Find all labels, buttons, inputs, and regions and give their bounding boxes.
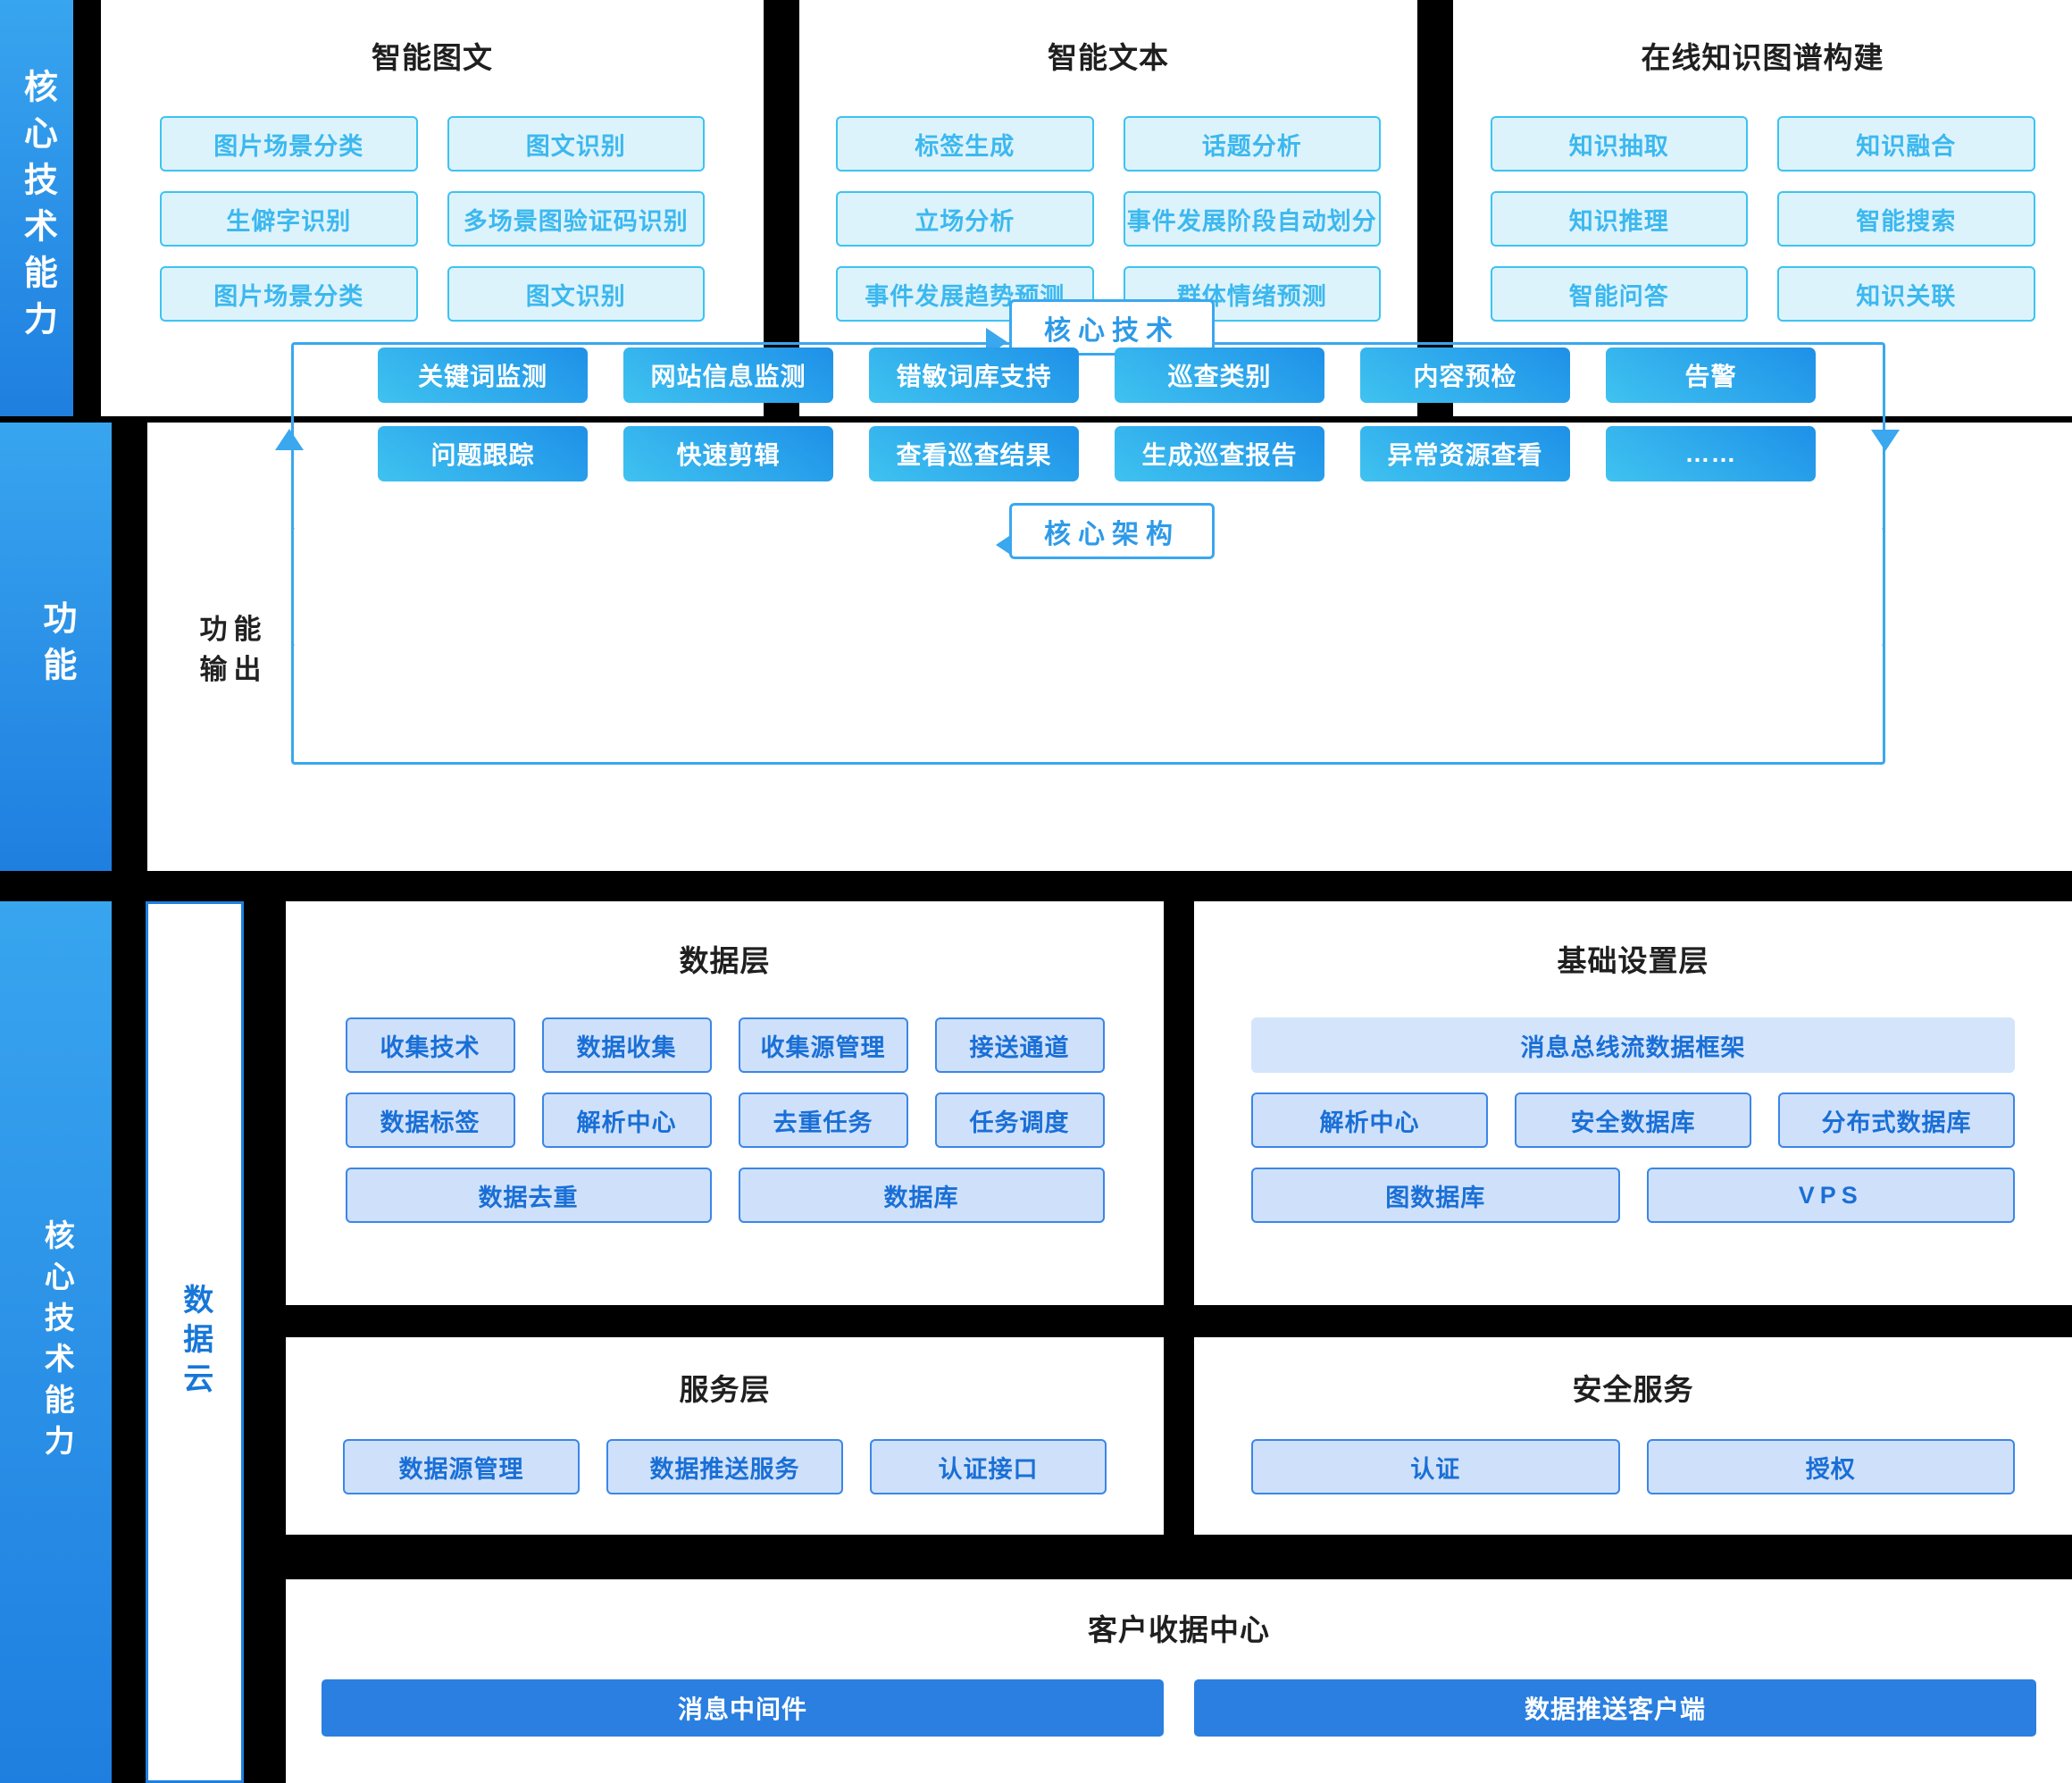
grad-chip-more[interactable]: …… [1606,426,1816,481]
grad-chip-abnormal-resource-view[interactable]: 异常资源查看 [1360,426,1570,481]
panel-title-intelligent-text: 智能文本 [1048,41,1169,74]
solid-chip-data-push-client[interactable]: 数据推送客户端 [1194,1679,2036,1737]
infra-layer-row-2: 图数据库 VPS [1251,1168,2015,1223]
rail-function-label: 功能 [37,600,75,693]
panel-title-security-service: 安全服务 [1572,1373,1694,1406]
client-data-center-row: 消息中间件 数据推送客户端 [322,1679,2036,1737]
bchip-auth-interface[interactable]: 认证接口 [870,1439,1107,1494]
grad-chip-keyword-monitoring[interactable]: 关键词监测 [378,347,588,403]
function-output-label: 功能输出 [199,614,262,685]
bchip-secure-database[interactable]: 安全数据库 [1515,1092,1751,1148]
bchip-graph-database[interactable]: 图数据库 [1251,1168,1620,1223]
data-layer-row-3: 数据去重 数据库 [345,1168,1105,1223]
panel-title-service-layer: 服务层 [679,1373,771,1406]
rail-core-tech-top-label: 核心技术能力 [18,69,56,347]
chip-intelligent-qa[interactable]: 智能问答 [1490,266,1748,322]
data-layer-row-2: 数据标签 解析中心 去重任务 任务调度 [345,1092,1105,1148]
bchip-distributed-database[interactable]: 分布式数据库 [1778,1092,2015,1148]
bchip-data-dedup[interactable]: 数据去重 [345,1168,712,1223]
chip-intelligent-search[interactable]: 智能搜索 [1777,191,2035,247]
bchip-parsing-center-infra[interactable]: 解析中心 [1251,1092,1488,1148]
chip-rare-character-recognition[interactable]: 生僻字识别 [160,191,418,247]
grad-chip-sensitive-lexicon-support[interactable]: 错敏词库支持 [869,347,1079,403]
grad-chip-view-inspection-results[interactable]: 查看巡查结果 [869,426,1079,481]
panel-online-knowledge-graph: 在线知识图谱构建 知识抽取 知识融合 知识推理 智能搜索 智能问答 知识关联 [1453,0,2072,416]
rail-function: 功能 [0,423,112,871]
chip-image-text-recognition-1[interactable]: 图文识别 [447,116,705,172]
node-core-architecture[interactable]: 核心架构 [1009,503,1215,559]
bchip-task-scheduling[interactable]: 任务调度 [934,1092,1105,1148]
panel-intelligent-image-text: 智能图文 图片场景分类 图文识别 生僻字识别 多场景图验证码识别 图片场景分类 … [101,0,764,416]
flow-loop-path-lower [291,528,1885,765]
rail-core-tech-bottom-label: 核心技术能力 [39,1218,74,1466]
bchip-data-tag[interactable]: 数据标签 [345,1092,515,1148]
chip-knowledge-extraction[interactable]: 知识抽取 [1490,116,1748,172]
chip-event-stage-auto-division[interactable]: 事件发展阶段自动划分 [1123,191,1381,247]
bchip-database[interactable]: 数据库 [738,1168,1105,1223]
panel-client-data-center: 客户收据中心 消息中间件 数据推送客户端 [286,1579,2072,1783]
chip-topic-analysis[interactable]: 话题分析 [1123,116,1381,172]
node-core-technology-label: 核心技术 [1044,315,1180,346]
panel-infrastructure-layer: 基础设置层 消息总线流数据框架 解析中心 安全数据库 分布式数据库 图数据库 V… [1194,901,2072,1305]
bchip-data-push-service[interactable]: 数据推送服务 [606,1439,843,1494]
rail-data-cloud: 数据云 [146,901,244,1783]
panel-title-intelligent-image-text: 智能图文 [372,41,493,74]
chip-stance-analysis[interactable]: 立场分析 [836,191,1094,247]
chip-knowledge-fusion[interactable]: 知识融合 [1777,116,2035,172]
security-service-row: 认证 授权 [1251,1439,2015,1494]
bchip-data-source-management[interactable]: 数据源管理 [343,1439,580,1494]
bchip-parsing-center-data[interactable]: 解析中心 [541,1092,712,1148]
rail-core-tech-bottom: 核心技术能力 [0,901,112,1783]
service-layer-row: 数据源管理 数据推送服务 认证接口 [343,1439,1107,1494]
rail-data-cloud-label: 数据云 [178,1283,213,1402]
infra-layer-row-1: 解析中心 安全数据库 分布式数据库 [1251,1092,2015,1148]
panel-title-online-knowledge-graph: 在线知识图谱构建 [1641,41,1884,74]
function-output-grid: 关键词监测 网站信息监测 错敏词库支持 巡查类别 内容预检 告警 问题跟踪 快速… [378,347,1816,481]
chip-image-text-recognition-2[interactable]: 图文识别 [447,266,705,322]
solid-chip-message-middleware[interactable]: 消息中间件 [322,1679,1164,1737]
bchip-authentication[interactable]: 认证 [1251,1439,1620,1494]
grad-chip-inspection-category[interactable]: 巡查类别 [1115,347,1324,403]
chip-grid-intelligent-text: 标签生成 话题分析 立场分析 事件发展阶段自动划分 事件发展趋势预测 群体情绪预… [836,116,1381,322]
node-core-architecture-label: 核心架构 [1044,519,1180,549]
bchip-collection-technology[interactable]: 收集技术 [345,1017,515,1073]
grad-chip-quick-editing[interactable]: 快速剪辑 [623,426,833,481]
chip-grid-intelligent-image-text: 图片场景分类 图文识别 生僻字识别 多场景图验证码识别 图片场景分类 图文识别 [160,116,705,322]
grad-chip-generate-inspection-report[interactable]: 生成巡查报告 [1115,426,1324,481]
flow-arrow-down-icon [1871,430,1900,451]
data-layer-row-1: 收集技术 数据收集 收集源管理 接送通道 [345,1017,1105,1073]
chip-image-scene-classification-2[interactable]: 图片场景分类 [160,266,418,322]
chip-multi-scene-captcha-recognition[interactable]: 多场景图验证码识别 [447,191,705,247]
panel-security-service: 安全服务 认证 授权 [1194,1337,2072,1535]
chip-tag-generation[interactable]: 标签生成 [836,116,1094,172]
bchip-dedup-task[interactable]: 去重任务 [738,1092,908,1148]
grad-chip-alarm[interactable]: 告警 [1606,347,1816,403]
bchip-data-collection[interactable]: 数据收集 [541,1017,712,1073]
rail-core-tech-top: 核心技术能力 [0,0,73,416]
panel-service-layer: 服务层 数据源管理 数据推送服务 认证接口 [286,1337,1164,1535]
bchip-collection-source-management[interactable]: 收集源管理 [738,1017,908,1073]
panel-title-infrastructure-layer: 基础设置层 [1557,944,1709,977]
chip-image-scene-classification-1[interactable]: 图片场景分类 [160,116,418,172]
panel-title-data-layer: 数据层 [679,944,771,977]
panel-data-layer: 数据层 收集技术 数据收集 收集源管理 接送通道 数据标签 解析中心 去重任务 … [286,901,1164,1305]
bchip-transfer-channel[interactable]: 接送通道 [934,1017,1105,1073]
grad-chip-website-info-monitoring[interactable]: 网站信息监测 [623,347,833,403]
chip-knowledge-association[interactable]: 知识关联 [1777,266,2035,322]
bchip-message-bus-stream-framework[interactable]: 消息总线流数据框架 [1251,1017,2015,1073]
grad-chip-content-precheck[interactable]: 内容预检 [1360,347,1570,403]
bchip-vps[interactable]: VPS [1646,1168,2015,1223]
flow-arrow-up-icon [275,429,304,450]
grad-chip-issue-tracking[interactable]: 问题跟踪 [378,426,588,481]
panel-function-output: 功能输出 核心技术 核心架构 关键词监测 网站信息监测 错敏词库支持 巡查类别 … [147,299,2072,871]
chip-knowledge-reasoning[interactable]: 知识推理 [1490,191,1748,247]
node-core-technology[interactable]: 核心技术 [1009,299,1215,356]
chip-grid-online-knowledge-graph: 知识抽取 知识融合 知识推理 智能搜索 智能问答 知识关联 [1490,116,2035,322]
bchip-authorization[interactable]: 授权 [1646,1439,2015,1494]
panel-title-client-data-center: 客户收据中心 [1088,1613,1270,1646]
